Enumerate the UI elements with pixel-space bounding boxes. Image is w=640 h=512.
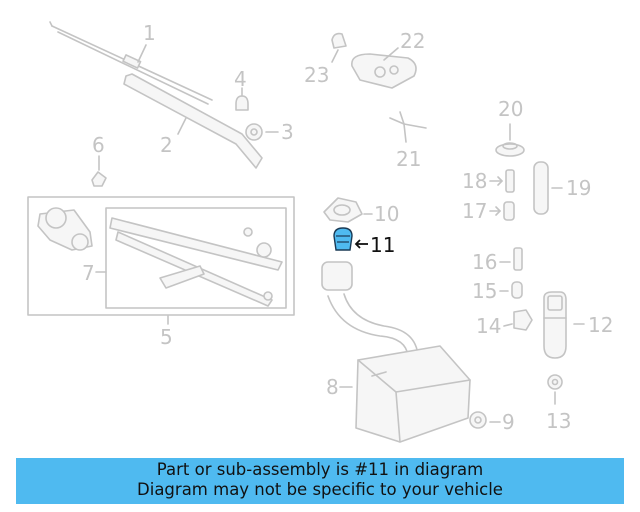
part-2-wiper-arm [123,73,263,169]
part-5-linkage-assembly [27,196,295,325]
callout-label: 2 [160,133,173,157]
part-13-grommet [547,374,563,405]
callout-label: 18 [462,169,487,193]
part-8-washer-reservoir [321,261,471,443]
callout-label: 12 [588,313,613,337]
callout-label: 7 [82,261,95,285]
part-3-nut [245,123,279,141]
part-18-fitting [489,169,515,193]
callout-label: 3 [281,120,294,144]
part-info-banner: Part or sub-assembly is #11 in diagram D… [16,458,624,504]
part-23-cap [331,32,347,63]
callout-label: 1 [143,21,156,45]
callout-label: 9 [502,410,515,434]
callout-label: 17 [462,199,487,223]
part-15-seal [499,281,523,299]
part-19-hose [533,161,563,215]
callout-label: 20 [498,97,523,121]
callout-label: 5 [160,325,173,349]
part-10-gasket [323,197,373,223]
callout-label: 4 [234,67,247,91]
part-4-cap [235,87,249,111]
callout-label: 10 [374,202,399,226]
part-6-clip [91,155,107,187]
part-12-washer-pump [543,291,585,359]
callout-label: 16 [472,250,497,274]
callout-label-highlighted: 11 [370,233,395,257]
part-1-wiper-blade [49,21,213,105]
part-9-grommet [469,411,501,429]
part-21-connector [389,111,427,143]
callout-label: 13 [546,409,571,433]
banner-line-disclaimer: Diagram may not be specific to your vehi… [137,480,503,499]
part-16-fitting [499,247,523,271]
part-20-grommet [495,123,525,157]
part-22-nozzle [351,47,417,89]
callout-label: 22 [400,29,425,53]
callout-label: 23 [304,63,329,87]
callout-label: 19 [566,176,591,200]
part-14-connector [503,309,533,331]
part-11-filler-cap-highlighted [333,227,368,251]
callout-label: 14 [476,314,501,338]
callout-label: 21 [396,147,421,171]
callout-label: 8 [326,375,339,399]
banner-line-part-number: Part or sub-assembly is #11 in diagram [156,460,484,479]
part-17-fitting [489,201,515,221]
callout-label: 6 [92,133,105,157]
callout-label: 15 [472,279,497,303]
